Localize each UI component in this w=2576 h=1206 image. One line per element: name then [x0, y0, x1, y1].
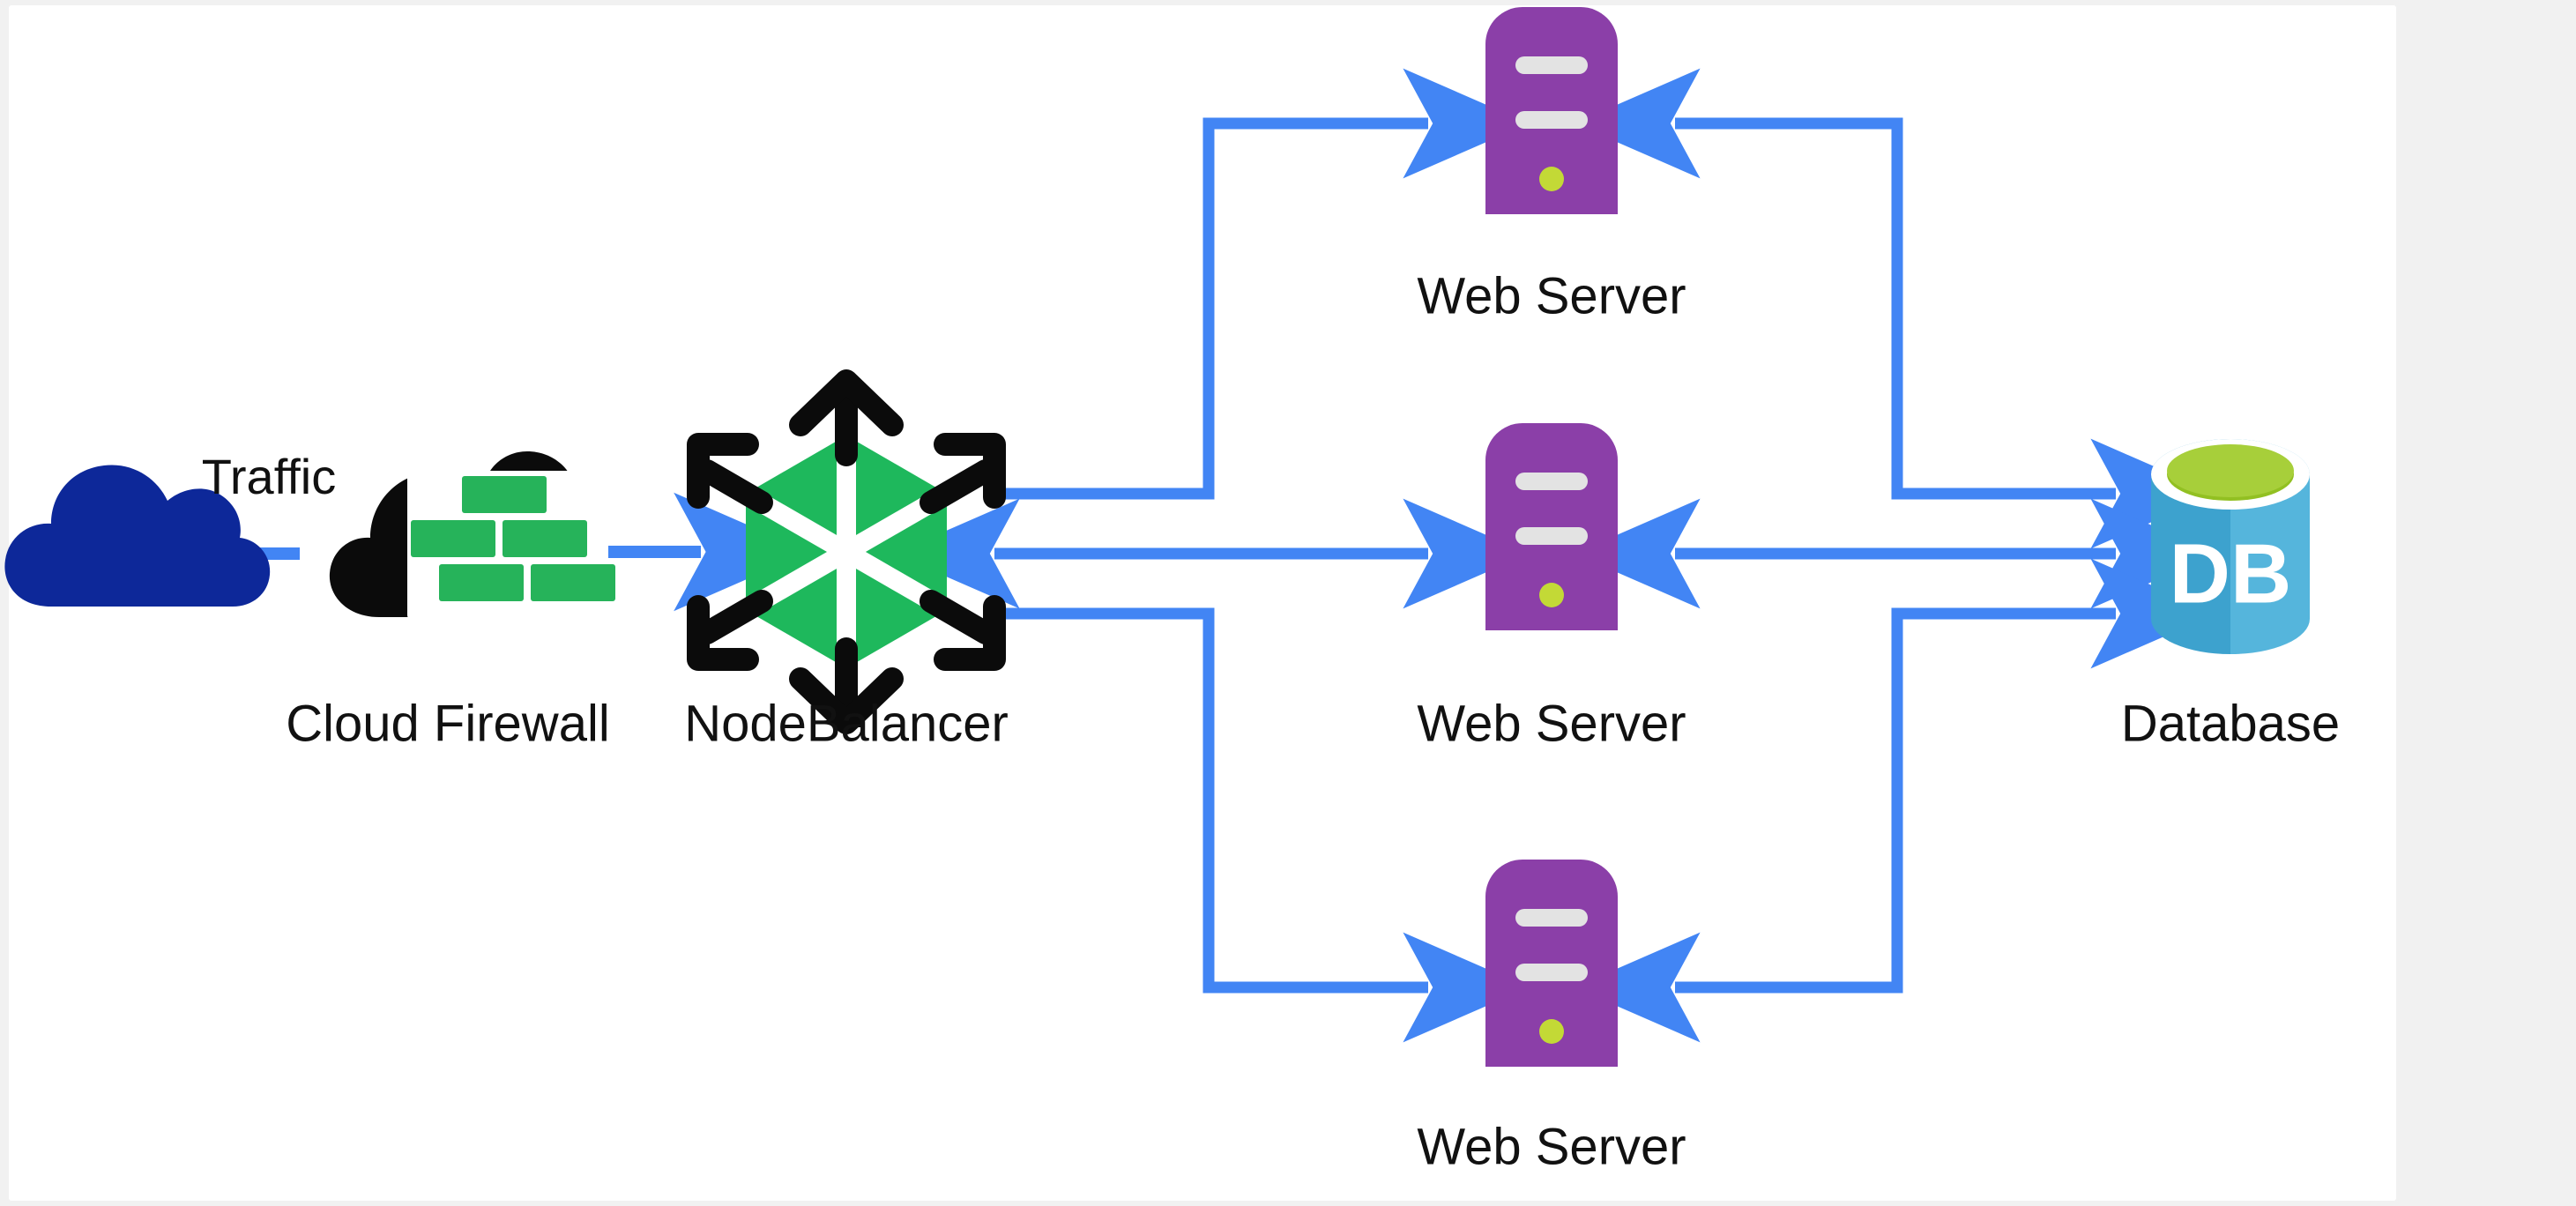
- arrow-up-left-icon: [687, 433, 773, 514]
- server-led-icon: [1539, 1019, 1564, 1044]
- firewall-brick: [411, 520, 495, 557]
- cloud-icon: [4, 465, 271, 607]
- server-icon: [1485, 860, 1618, 1067]
- traffic-label: Traffic: [202, 449, 336, 504]
- connections-layer: [236, 68, 2217, 1043]
- connector-server-bottom-to-database: [1574, 558, 2217, 1043]
- connector-nodebalancer-to-server-top: [987, 68, 1530, 500]
- server-led-icon: [1539, 583, 1564, 607]
- server-bar: [1515, 909, 1588, 927]
- server-bar: [1515, 111, 1588, 129]
- web-server-top-label: Web Server: [1417, 267, 1686, 324]
- server-bar: [1515, 56, 1588, 74]
- arrow-down-left-icon: [687, 590, 773, 671]
- nodebalancer-label: NodeBalancer: [684, 695, 1009, 752]
- firewall-brick: [531, 564, 615, 601]
- arrow-down-icon: [789, 637, 904, 734]
- web-server-middle-label: Web Server: [1417, 695, 1686, 752]
- firewall-brick: [439, 564, 524, 601]
- arrow-up-right-icon: [919, 433, 1006, 514]
- server-bar: [1515, 473, 1588, 490]
- server-bar: [1515, 527, 1588, 545]
- server-bar: [1515, 964, 1588, 981]
- database-badge: DB: [2170, 526, 2292, 621]
- web-server-bottom-label: Web Server: [1417, 1118, 1686, 1175]
- connector-server-top-to-database: [1574, 68, 2217, 549]
- connector-nodebalancer-to-server-bottom: [987, 607, 1530, 1043]
- database-label: Database: [2121, 695, 2340, 752]
- firewall-brick: [462, 476, 547, 513]
- database-cylinder-icon: DB: [2151, 439, 2310, 654]
- cloud-firewall-label: Cloud Firewall: [286, 695, 609, 752]
- firewall-icon: [329, 451, 615, 619]
- server-icon: [1485, 423, 1618, 630]
- nodebalancer-arrows: [687, 369, 1006, 734]
- arrow-up-icon: [789, 369, 904, 466]
- server-icon: [1485, 7, 1618, 214]
- arrow-down-right-icon: [919, 590, 1006, 671]
- nodebalancer-icon: [687, 369, 1006, 734]
- server-led-icon: [1539, 167, 1564, 191]
- firewall-brick: [503, 520, 587, 557]
- nodebalancer-hexagon: [739, 434, 954, 670]
